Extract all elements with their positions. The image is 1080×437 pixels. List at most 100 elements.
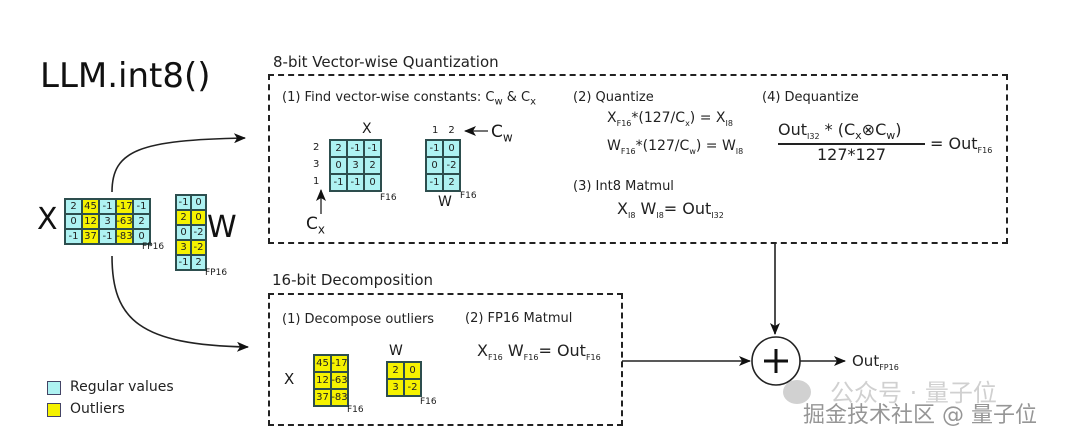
matrix-cell: 3 <box>99 214 116 229</box>
step-fp16-matmul: (2) FP16 Matmul <box>465 311 573 326</box>
matrix-cell: 45 <box>82 199 99 214</box>
matrix-cell: -2 <box>191 225 206 240</box>
matrix-cell: -2 <box>191 240 206 255</box>
arrow-to-decomposition <box>111 255 249 352</box>
matrix-cell: 37 <box>314 389 331 406</box>
matrix-cell: 3 <box>387 379 404 396</box>
matrix-cell: 0 <box>330 157 347 174</box>
step-dequantize: (4) Dequantize <box>762 90 859 105</box>
decomposition-section-title: 16-bit Decomposition <box>272 271 434 289</box>
matrix-cell: -83 <box>331 389 348 406</box>
matrix-cell: 2 <box>65 199 82 214</box>
fraction-bar <box>778 143 925 145</box>
matrix-cell: -1 <box>347 174 364 191</box>
quant-x-label: X <box>362 121 372 137</box>
matrix-cell: -1 <box>347 140 364 157</box>
matrix-cell: 3 <box>176 240 191 255</box>
arrow-to-quantization <box>111 133 246 193</box>
matrix-cell: -1 <box>99 199 116 214</box>
dequantize-numerator: OutI32 * (Cx⊗Cw) <box>778 120 902 143</box>
matrix-cell: 0 <box>133 229 150 244</box>
step-quantize: (2) Quantize <box>573 90 654 105</box>
cx-value: 2 <box>313 142 320 153</box>
int8-matmul-equation: XI8 WI8= OutI32 <box>617 199 724 221</box>
matrix-cell: -1 <box>99 229 116 244</box>
matrix-cell: 0 <box>404 362 421 379</box>
decomp-x-label: X <box>284 370 295 388</box>
cx-label: Cx <box>306 214 325 237</box>
input-w-label: W <box>207 210 237 245</box>
quant-w-dtype: F16 <box>460 191 477 201</box>
matrix-cell: -1 <box>176 195 191 210</box>
matrix-cell: 0 <box>364 174 381 191</box>
legend-regular-swatch <box>47 381 61 395</box>
legend-regular-label: Regular values <box>70 379 174 395</box>
dequantize-result: = OutF16 <box>930 134 993 156</box>
quantize-w-equation: WF16*(127/Cw) = WI8 <box>607 138 744 156</box>
matrix-cell: 12 <box>314 372 331 389</box>
plus-icon <box>764 349 788 373</box>
matrix-cell: 0 <box>176 225 191 240</box>
matrix-cell: 2 <box>133 214 150 229</box>
matrix-cell: -17 <box>331 355 348 372</box>
decomp-w-label: W <box>389 343 403 359</box>
matrix-cell: 0 <box>191 195 206 210</box>
cx-value: 1 <box>313 176 320 187</box>
matrix-cell: 12 <box>82 214 99 229</box>
matrix-cell: 45 <box>314 355 331 372</box>
matrix-cell: 2 <box>443 174 460 191</box>
matrix-cell: -63 <box>116 214 133 229</box>
watermark-line2: 掘金技术社区 @ 量子位 <box>803 403 1037 428</box>
cw-value: 2 <box>448 125 455 136</box>
matrix-cell: 0 <box>426 157 443 174</box>
quantization-section-title: 8-bit Vector-wise Quantization <box>273 53 499 71</box>
decomp-x-dtype: F16 <box>347 405 364 415</box>
output-label: OutFP16 <box>852 352 899 372</box>
matrix-cell: -2 <box>404 379 421 396</box>
decomp-w-dtype: F16 <box>420 397 437 407</box>
step-int8-matmul: (3) Int8 Matmul <box>573 179 674 194</box>
matrix-cell: 2 <box>387 362 404 379</box>
matrix-cell: -63 <box>331 372 348 389</box>
input-w-dtype: FP16 <box>205 268 228 278</box>
matrix-cell: 0 <box>443 140 460 157</box>
step-decompose-outliers: (1) Decompose outliers <box>282 312 435 327</box>
input-x-label: X <box>37 202 58 237</box>
input-x-dtype: FP16 <box>142 242 165 252</box>
matrix-cell: -17 <box>116 199 133 214</box>
quantization-box <box>268 74 1008 244</box>
wechat-icon <box>783 380 811 404</box>
matrix-cell: 0 <box>65 214 82 229</box>
cx-values: 2 3 1 <box>313 139 319 190</box>
matrix-cell: 2 <box>191 255 206 270</box>
matrix-cell: 37 <box>82 229 99 244</box>
matrix-cell: 2 <box>176 210 191 225</box>
legend-outlier-label: Outliers <box>70 401 125 417</box>
matrix-cell: -83 <box>116 229 133 244</box>
matrix-cell: 2 <box>330 140 347 157</box>
matrix-cell: 3 <box>347 157 364 174</box>
matrix-cell: -1 <box>65 229 82 244</box>
quant-x-dtype: F16 <box>380 193 397 203</box>
matrix-cell: -1 <box>330 174 347 191</box>
cx-value: 3 <box>313 159 320 170</box>
quant-w-label: W <box>438 194 452 210</box>
cw-label: Cw <box>491 122 513 145</box>
diagram-title: LLM.int8() <box>40 56 211 96</box>
matrix-cell: -1 <box>133 199 150 214</box>
matrix-cell: -1 <box>426 140 443 157</box>
matrix-cell: -1 <box>426 174 443 191</box>
matrix-cell: -1 <box>176 255 191 270</box>
step-find-constants: (1) Find vector-wise constants: Cw & Cx <box>282 90 537 108</box>
quantize-x-equation: XF16*(127/Cx) = XI8 <box>607 110 733 128</box>
matrix-cell: -2 <box>443 157 460 174</box>
decomposition-box <box>268 293 623 426</box>
legend-outlier-swatch <box>47 403 61 417</box>
